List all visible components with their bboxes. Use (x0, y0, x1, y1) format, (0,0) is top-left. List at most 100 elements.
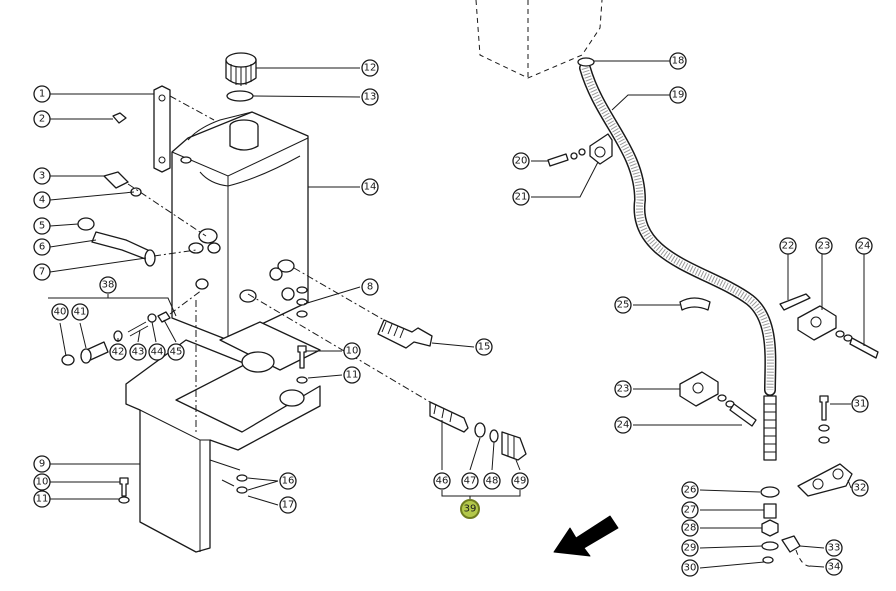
callout-label: 25 (617, 300, 630, 311)
hose-clamp-bracket (547, 133, 613, 167)
sight-gauge (112, 85, 215, 173)
return-fitting (247, 293, 527, 461)
callout-10-upper[interactable]: 10 (343, 342, 361, 360)
callout-42[interactable]: 42 (109, 343, 127, 361)
callout-label: 31 (854, 399, 867, 410)
callout-49[interactable]: 49 (511, 472, 529, 490)
callout-label: 27 (684, 505, 697, 516)
callout-38[interactable]: 38 (99, 276, 117, 294)
hydraulic-hose (577, 57, 777, 461)
callout-1[interactable]: 1 (33, 85, 51, 103)
callout-label: 19 (672, 90, 685, 101)
callout-5[interactable]: 5 (33, 217, 51, 235)
callout-label: 45 (170, 347, 183, 358)
callout-43[interactable]: 43 (129, 343, 147, 361)
callout-25[interactable]: 25 (614, 296, 632, 314)
callout-34[interactable]: 34 (825, 558, 843, 576)
callout-2[interactable]: 2 (33, 110, 51, 128)
callout-label: 42 (112, 347, 125, 358)
callout-24-middle[interactable]: 24 (614, 416, 632, 434)
callout-label: 7 (39, 267, 45, 278)
callout-label: 10 (346, 346, 359, 357)
callout-19[interactable]: 19 (669, 86, 687, 104)
callout-label: 4 (39, 195, 45, 206)
callout-32[interactable]: 32 (851, 479, 869, 497)
callout-26[interactable]: 26 (681, 481, 699, 499)
callout-label: 47 (464, 476, 477, 487)
mounting-bracket (125, 300, 321, 553)
clamp-set-upper (779, 293, 879, 359)
callout-label: 26 (684, 485, 697, 496)
callout-22[interactable]: 22 (779, 237, 797, 255)
callout-27[interactable]: 27 (681, 501, 699, 519)
callout-11-lower[interactable]: 11 (33, 490, 51, 508)
callout-18[interactable]: 18 (669, 52, 687, 70)
callout-9[interactable]: 9 (33, 455, 51, 473)
callout-14[interactable]: 14 (361, 178, 379, 196)
callout-label: 23 (818, 241, 831, 252)
callout-28[interactable]: 28 (681, 519, 699, 537)
callout-45[interactable]: 45 (167, 343, 185, 361)
callout-7[interactable]: 7 (33, 263, 51, 281)
callout-8[interactable]: 8 (361, 278, 379, 296)
callout-label: 33 (828, 543, 841, 554)
callout-label: 3 (39, 171, 45, 182)
callout-10-lower[interactable]: 10 (33, 473, 51, 491)
callout-31[interactable]: 31 (851, 395, 869, 413)
callout-label: 43 (132, 347, 145, 358)
callout-41[interactable]: 41 (71, 303, 89, 321)
callout-33[interactable]: 33 (825, 539, 843, 557)
callout-label: 13 (364, 92, 377, 103)
callout-23-upper[interactable]: 23 (815, 237, 833, 255)
callout-40[interactable]: 40 (51, 303, 69, 321)
callout-label: 24 (617, 420, 630, 431)
callout-label: 49 (514, 476, 527, 487)
callout-15[interactable]: 15 (475, 338, 493, 356)
hydraulic-tank (171, 111, 309, 341)
callout-11-upper[interactable]: 11 (343, 366, 361, 384)
callout-label: 11 (36, 494, 49, 505)
callout-24-upper[interactable]: 24 (855, 237, 873, 255)
callout-label: 14 (364, 182, 377, 193)
callout-3[interactable]: 3 (33, 167, 51, 185)
callout-44[interactable]: 44 (148, 343, 166, 361)
callout-21[interactable]: 21 (512, 188, 530, 206)
callout-label: 29 (684, 543, 697, 554)
clamp-set-lower (797, 395, 853, 497)
callout-label: 30 (684, 563, 697, 574)
callout-label: 15 (478, 342, 491, 353)
callout-label: 8 (367, 282, 373, 293)
callout-16[interactable]: 16 (279, 472, 297, 490)
callout-48[interactable]: 48 (483, 472, 501, 490)
callout-label: 24 (858, 241, 871, 252)
callout-20[interactable]: 20 (512, 152, 530, 170)
callout-13[interactable]: 13 (361, 88, 379, 106)
callout-4[interactable]: 4 (33, 191, 51, 209)
callout-39-highlighted[interactable]: 39 (460, 499, 480, 519)
callout-47[interactable]: 47 (461, 472, 479, 490)
callout-12[interactable]: 12 (361, 59, 379, 77)
callout-29[interactable]: 29 (681, 539, 699, 557)
callout-46[interactable]: 46 (433, 472, 451, 490)
callout-label: 32 (854, 483, 867, 494)
callout-label: 46 (436, 476, 449, 487)
callout-30[interactable]: 30 (681, 559, 699, 577)
machine-outline (475, 0, 603, 79)
callout-label: 11 (346, 370, 359, 381)
hose-clip (679, 297, 711, 311)
callout-17[interactable]: 17 (279, 496, 297, 514)
callout-label: 21 (515, 192, 528, 203)
callout-label: 17 (282, 500, 295, 511)
callout-label: 10 (36, 477, 49, 488)
bolts-and-nuts (118, 345, 308, 504)
suction-fitting (293, 267, 433, 349)
callout-label: 48 (486, 476, 499, 487)
callout-label: 18 (672, 56, 685, 67)
callout-label: 2 (39, 114, 45, 125)
washers (296, 286, 308, 318)
callout-23-middle[interactable]: 23 (614, 380, 632, 398)
direction-arrow (553, 515, 619, 557)
callout-label: 20 (515, 156, 528, 167)
callout-6[interactable]: 6 (33, 238, 51, 256)
